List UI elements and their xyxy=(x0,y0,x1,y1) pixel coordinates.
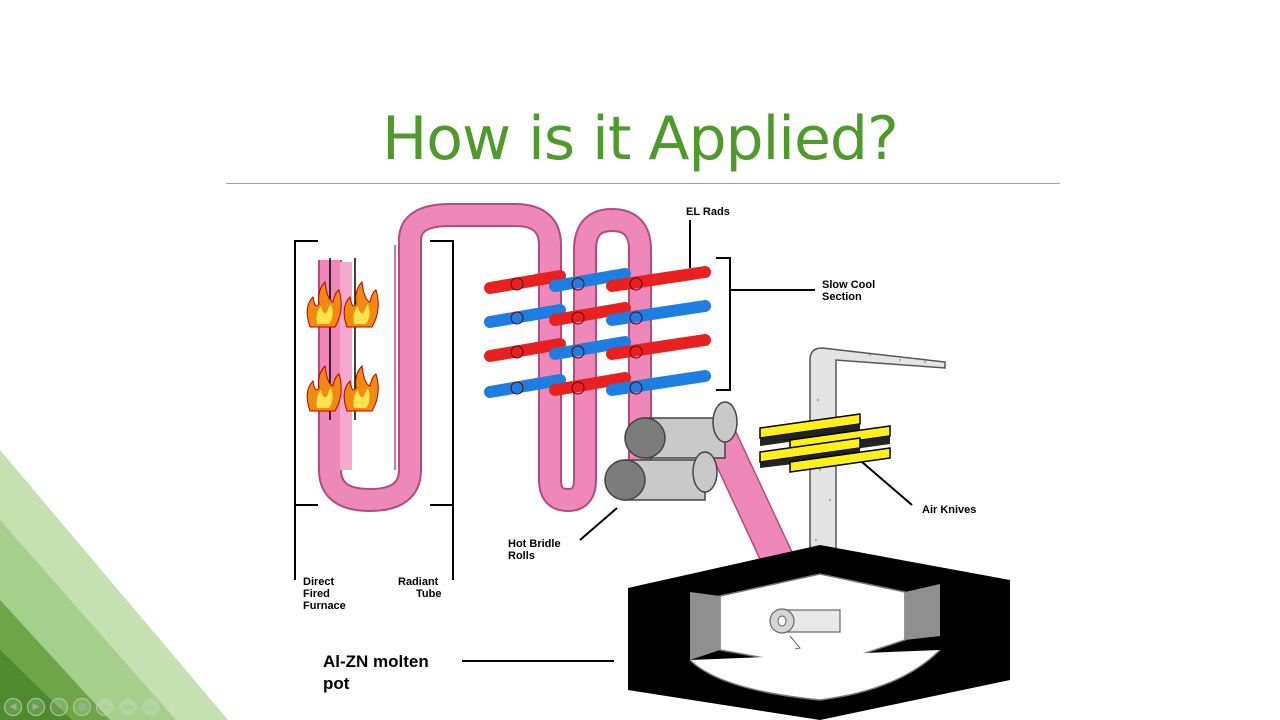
label-direct-fired-line2: Fired xyxy=(303,588,330,600)
presentation-controls: ◀ ▶ ✎ ▦ ⌕ ▭ … xyxy=(4,698,160,716)
label-direct-fired-line1: Direct xyxy=(303,576,335,588)
furnace-bracket xyxy=(294,240,454,580)
zoom-icon[interactable]: ⌕ xyxy=(96,698,114,716)
molten-pot xyxy=(462,545,1010,720)
pen-icon[interactable]: ✎ xyxy=(50,698,68,716)
label-radiant-tube-line2: Tube xyxy=(416,588,441,600)
title-divider xyxy=(226,183,1060,184)
flame-icon xyxy=(306,280,379,412)
air-knives xyxy=(759,413,913,506)
more-icon[interactable]: … xyxy=(142,698,160,716)
label-pot-line2: pot xyxy=(323,674,350,693)
label-el-rads: EL Rads xyxy=(686,206,730,218)
previous-icon[interactable]: ◀ xyxy=(4,698,22,716)
el-rads-tubes xyxy=(484,266,711,398)
label-hot-bridle-line1: Hot Bridle xyxy=(508,538,561,550)
label-slow-cool-line1: Slow Cool xyxy=(822,279,875,291)
label-hot-bridle-line2: Rolls xyxy=(508,550,535,562)
slow-cool-bracket xyxy=(689,220,815,391)
label-slow-cool-line2: Section xyxy=(822,291,862,303)
slides-icon[interactable]: ▦ xyxy=(73,698,91,716)
next-icon[interactable]: ▶ xyxy=(27,698,45,716)
label-air-knives: Air Knives xyxy=(922,504,976,516)
slide-title: How is it Applied? xyxy=(382,104,899,174)
subtitles-icon[interactable]: ▭ xyxy=(119,698,137,716)
label-pot-line1: Al-ZN molten xyxy=(323,652,429,671)
steel-strip xyxy=(318,203,807,586)
label-direct-fired-line3: Furnace xyxy=(303,600,346,612)
label-radiant-tube-line1: Radiant xyxy=(398,576,439,588)
hot-bridle-rolls xyxy=(579,401,738,541)
